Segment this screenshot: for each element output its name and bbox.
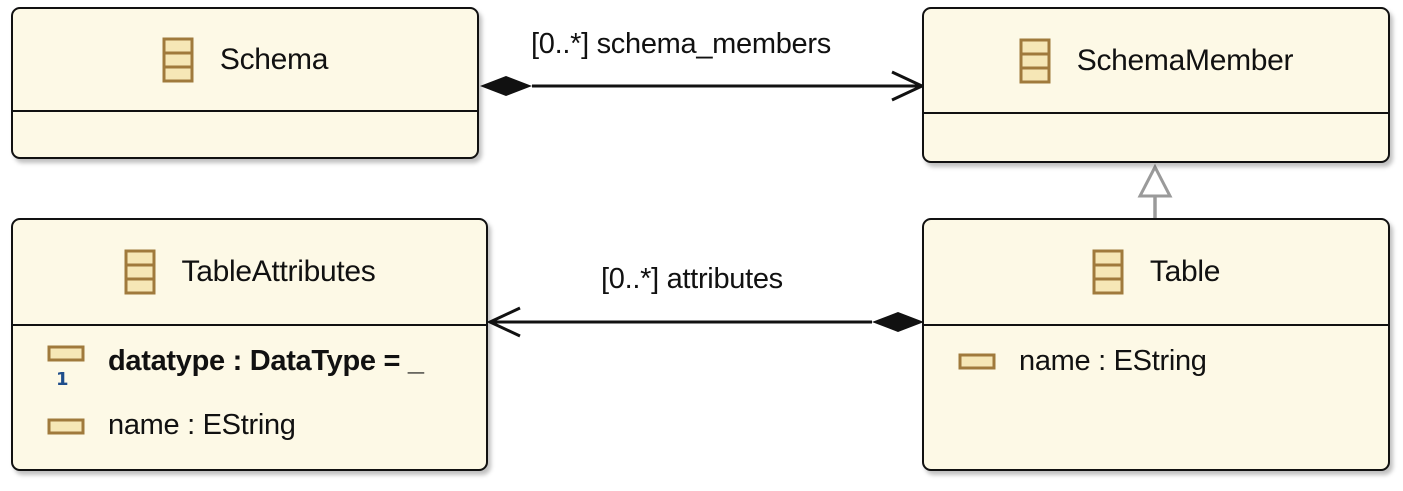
attribute-row-name[interactable]: name : EString: [924, 326, 1388, 402]
containment-diamond-icon: [480, 76, 532, 96]
attribute-text: datatype : DataType = _: [108, 345, 424, 377]
eclass-icon: [162, 37, 194, 82]
attribute-row-name[interactable]: name : EString: [13, 402, 486, 452]
reference-schema-members-edge[interactable]: [480, 70, 926, 102]
reference-attributes-edge[interactable]: [486, 306, 924, 338]
class-schema-member[interactable]: SchemaMember: [922, 7, 1390, 163]
class-table[interactable]: Table name : EString: [922, 218, 1390, 471]
class-name: Table: [1149, 255, 1221, 288]
open-arrowhead-icon: [486, 306, 521, 338]
class-name: SchemaMember: [1076, 43, 1294, 77]
attribute-icon: [958, 353, 996, 370]
reference-schema-members-label: [0..*] schema_members: [531, 28, 831, 60]
class-name: Schema: [219, 42, 329, 76]
generalization-edge[interactable]: [1137, 163, 1173, 222]
containment-diamond-icon: [872, 312, 924, 332]
class-header: Table: [924, 220, 1388, 326]
attribute-compartment: [13, 112, 477, 157]
attribute-text: name : EString: [108, 409, 296, 441]
class-schema[interactable]: Schema: [11, 7, 479, 159]
attribute-row-datatype[interactable]: 1 datatype : DataType = _: [13, 326, 486, 402]
class-header: SchemaMember: [924, 9, 1388, 114]
attribute-compartment: [924, 114, 1388, 161]
class-table-attributes[interactable]: TableAttributes 1 datatype : DataType = …: [11, 218, 488, 471]
attribute-icon: [47, 418, 85, 435]
eclass-icon: [1092, 249, 1124, 295]
class-header: Schema: [13, 9, 477, 112]
attribute-compartment: name : EString: [924, 326, 1388, 469]
attribute-text: name : EString: [1019, 345, 1207, 377]
eclass-icon: [124, 249, 156, 295]
required-attribute-icon: 1: [47, 345, 85, 388]
svg-text:1: 1: [56, 369, 69, 388]
class-header: TableAttributes: [13, 220, 486, 326]
attribute-compartment: 1 datatype : DataType = _ name : EString: [13, 326, 486, 469]
class-name: TableAttributes: [181, 255, 376, 288]
reference-attributes-label: [0..*] attributes: [601, 263, 783, 295]
generalization-triangle-icon: [1137, 163, 1173, 198]
eclass-icon: [1019, 38, 1051, 83]
